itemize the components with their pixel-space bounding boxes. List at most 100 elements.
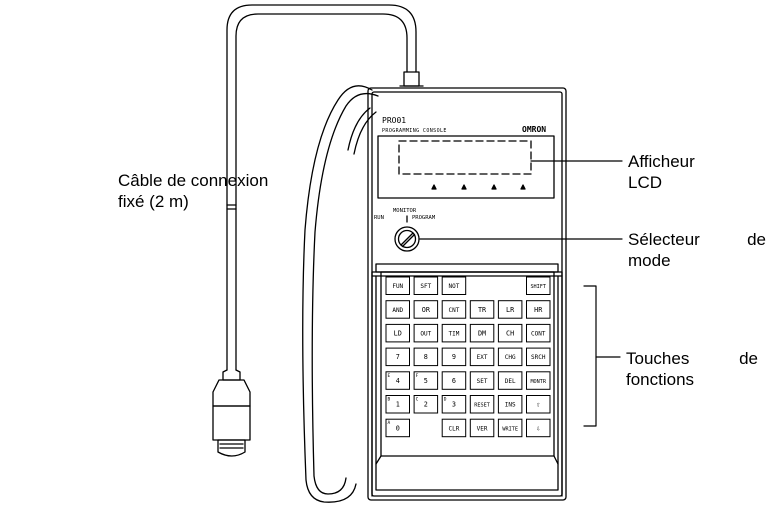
callout-mode-line2: mode — [628, 251, 671, 270]
key-frame — [385, 347, 410, 367]
key-del[interactable]: DEL — [497, 371, 523, 390]
key-label: DEL — [505, 378, 516, 385]
key-set[interactable]: SET — [469, 371, 495, 390]
key-r6c5[interactable]: ⇩ — [526, 418, 551, 438]
key-not[interactable]: NOT — [441, 276, 467, 295]
key-label: AND — [392, 307, 403, 314]
key-lr[interactable]: LR — [497, 300, 523, 319]
key-frame — [526, 300, 551, 319]
mode-selector-knob[interactable] — [394, 215, 420, 252]
key-label: FUN — [392, 283, 403, 290]
key-frame — [385, 323, 410, 343]
key-sft[interactable]: SFT — [413, 276, 439, 295]
key-label: 7 — [396, 353, 400, 361]
key-1[interactable]: 1B — [385, 395, 410, 414]
key-frame — [441, 276, 467, 295]
key-label: INS — [505, 402, 516, 409]
key-6[interactable]: 6 — [441, 371, 467, 390]
key-label: NOT — [449, 283, 460, 290]
key-7[interactable]: 7 — [385, 347, 410, 367]
key-frame — [526, 395, 551, 414]
callout-mode: Sélecteur de mode — [628, 229, 766, 271]
key-tr[interactable]: TR — [469, 300, 495, 319]
key-cont[interactable]: CONT — [526, 323, 551, 343]
key-label: RESET — [474, 403, 490, 409]
key-9[interactable]: 9 — [441, 347, 467, 367]
key-8[interactable]: 8 — [413, 347, 439, 367]
callout-keys-word2: de — [739, 349, 758, 368]
key-frame — [413, 347, 439, 367]
key-clr[interactable]: CLR — [441, 418, 467, 438]
key-hr[interactable]: HR — [526, 300, 551, 319]
console-subtitle: PROGRAMMING CONSOLE — [382, 128, 447, 134]
key-2[interactable]: 2C — [413, 395, 439, 414]
key-frame — [469, 395, 495, 414]
key-label: CONT — [531, 330, 546, 337]
key-label: 1 — [396, 401, 400, 409]
key-shift[interactable]: SHIFT — [526, 276, 551, 295]
key-label: CH — [506, 329, 514, 337]
key-frame — [497, 395, 523, 414]
key-ld[interactable]: LD — [385, 323, 410, 343]
key-srch[interactable]: SRCH — [526, 347, 551, 367]
key-label: LD — [394, 329, 402, 337]
key-fun[interactable]: FUN — [385, 276, 410, 295]
key-ins[interactable]: INS — [497, 395, 523, 414]
console-labels: PRO01 PROGRAMMING CONSOLE OMRON MONITOR … — [374, 116, 546, 221]
key-frame — [441, 323, 467, 343]
cable-connector — [212, 369, 251, 457]
key-ch[interactable]: CH — [497, 323, 523, 343]
key-label: MONTR — [530, 379, 546, 385]
key-label: ⇩ — [536, 424, 540, 432]
key-3[interactable]: 3D — [441, 395, 467, 414]
key-tim[interactable]: TIM — [441, 323, 467, 343]
key-or[interactable]: OR — [413, 300, 439, 319]
key-write[interactable]: WRITE — [497, 418, 523, 438]
key-frame — [497, 418, 523, 438]
key-chg[interactable]: CHG — [497, 347, 523, 367]
key-montr[interactable]: MONTR — [526, 371, 551, 390]
key-frame — [469, 300, 495, 319]
key-frame — [413, 323, 439, 343]
key-out[interactable]: OUT — [413, 323, 439, 343]
key-frame — [441, 371, 467, 390]
key-5[interactable]: 5F — [413, 371, 439, 390]
key-frame — [413, 300, 439, 319]
key-frame — [385, 395, 410, 414]
key-corner-letter: F — [416, 373, 419, 379]
key-r5c5[interactable]: ⇧ — [526, 395, 551, 414]
key-0[interactable]: 0A — [385, 418, 410, 438]
key-frame — [497, 300, 523, 319]
key-label: 0 — [396, 424, 400, 432]
key-frame — [526, 418, 551, 438]
console-model: PRO01 — [382, 116, 406, 125]
key-label: OUT — [420, 330, 431, 337]
key-frame — [469, 371, 495, 390]
key-label: 9 — [452, 353, 456, 361]
key-reset[interactable]: RESET — [469, 395, 495, 414]
key-and[interactable]: AND — [385, 300, 410, 319]
key-cnt[interactable]: CNT — [441, 300, 467, 319]
callout-lcd-line1: Afficheur — [628, 152, 695, 171]
callout-cable: Câble de connexion fixé (2 m) — [118, 170, 268, 212]
key-frame — [385, 418, 410, 438]
key-frame — [441, 418, 467, 438]
callout-lcd: Afficheur LCD — [628, 151, 695, 193]
callout-mode-line1: Sélecteur — [628, 230, 700, 249]
key-corner-letter: A — [388, 420, 391, 426]
selector-program: PROGRAM — [412, 215, 436, 221]
key-label: CLR — [449, 425, 460, 432]
key-frame — [413, 395, 439, 414]
key-frame — [385, 276, 410, 295]
key-frame — [526, 371, 551, 390]
key-ver[interactable]: VER — [469, 418, 495, 438]
key-frame — [469, 347, 495, 367]
key-ext[interactable]: EXT — [469, 347, 495, 367]
key-dm[interactable]: DM — [469, 323, 495, 343]
key-corner-letter: C — [416, 397, 419, 403]
key-corner-letter: E — [388, 373, 391, 379]
key-frame — [385, 371, 410, 390]
key-4[interactable]: 4E — [385, 371, 410, 390]
key-frame — [497, 347, 523, 367]
